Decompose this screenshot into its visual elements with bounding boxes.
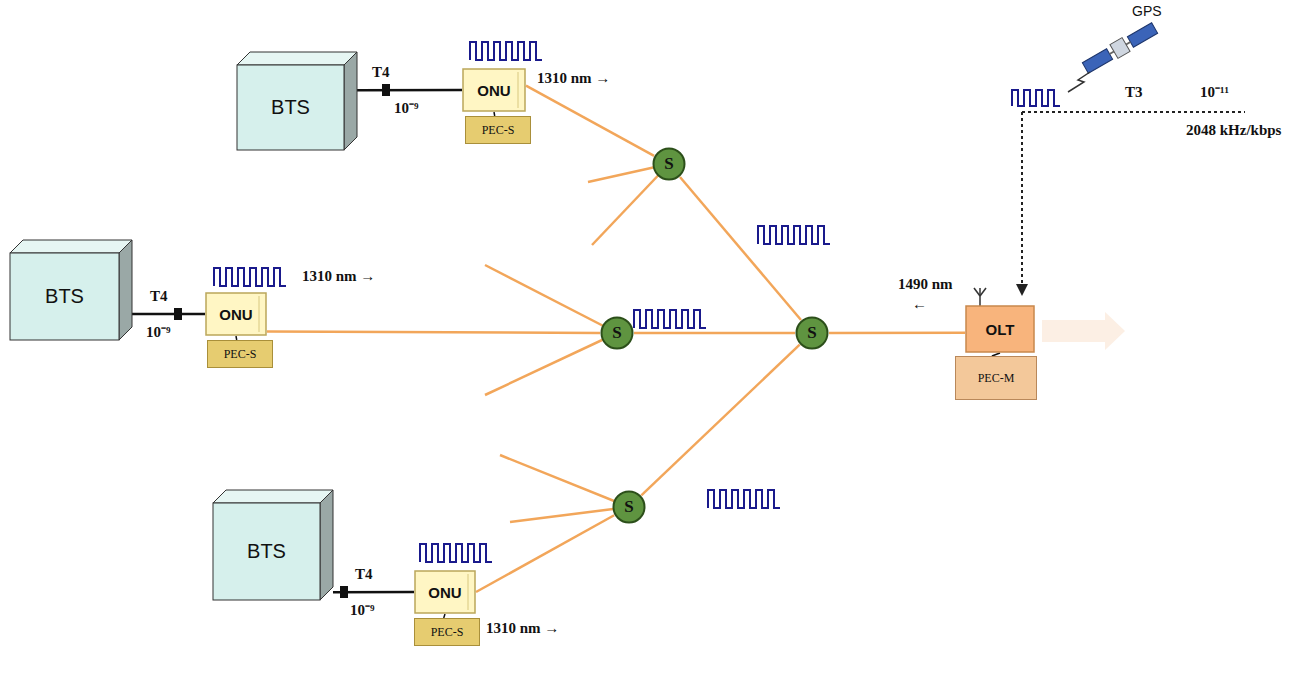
- connector: [634, 333, 795, 334]
- onu-box: ONU: [462, 68, 526, 112]
- faint-arrow: [1042, 312, 1125, 350]
- wavelength-label: 1490 nm: [898, 276, 953, 293]
- node-label: PEC-S: [482, 123, 515, 138]
- connector-line: [829, 332, 965, 335]
- olt-box: OLT: [965, 305, 1035, 353]
- node-label: ONU: [428, 584, 461, 601]
- connector-line: [476, 515, 614, 592]
- connector-line: [493, 112, 495, 116]
- connector: [357, 90, 462, 91]
- square-wave: [708, 490, 780, 508]
- node-label: BTS: [45, 285, 84, 308]
- square-wave: [758, 226, 830, 244]
- connector-line: [357, 89, 462, 92]
- connector-line: [526, 86, 654, 156]
- node-label: S: [612, 323, 621, 343]
- connector: [526, 86, 654, 156]
- node-label: PEC-M: [978, 371, 1015, 386]
- square-wave: [1012, 90, 1060, 106]
- bts-cube: BTS: [213, 490, 333, 600]
- connector: [333, 592, 414, 593]
- signal-name: T4: [355, 566, 373, 583]
- connector: [444, 614, 445, 618]
- connector-line: [992, 353, 1000, 356]
- connector: [267, 332, 600, 333]
- antenna-symbol: [974, 288, 986, 306]
- node-label: PEC-S: [431, 625, 464, 640]
- square-wave: [470, 42, 542, 60]
- signal-zigzag: [1068, 72, 1090, 92]
- reference-line: [1021, 112, 1023, 285]
- onu-box: ONU: [414, 570, 476, 614]
- connector: [992, 353, 1000, 356]
- connector: [829, 332, 965, 333]
- pec-box: PEC-S: [465, 116, 531, 144]
- connector: [132, 314, 205, 315]
- connector: [236, 336, 238, 340]
- splitter-circle: S: [612, 490, 646, 524]
- splitter-circle: S: [652, 147, 686, 181]
- connector: [476, 515, 614, 592]
- connector-line: [680, 177, 801, 320]
- connector-line: [267, 332, 600, 333]
- square-wave: [214, 268, 286, 286]
- connector-line: [333, 591, 414, 594]
- wavelength-label: 1310 nm →: [537, 70, 610, 87]
- node-label: BTS: [247, 540, 286, 563]
- node-label: OLT: [986, 321, 1015, 338]
- node-label: S: [624, 497, 633, 517]
- node-label: ONU: [477, 82, 510, 99]
- node-label: S: [807, 323, 816, 343]
- accuracy-value: 10⁻¹¹: [1200, 84, 1229, 101]
- square-wave: [214, 42, 1060, 562]
- arrow-head: [1016, 284, 1028, 296]
- pec-box: PEC-S: [414, 618, 480, 646]
- accuracy-value: 10⁻⁹: [146, 324, 171, 341]
- connector-line: [634, 332, 795, 335]
- connector-line: [641, 345, 799, 496]
- bts-cube: BTS: [237, 52, 357, 150]
- square-wave: [634, 310, 706, 328]
- signal-name: T4: [372, 64, 390, 81]
- onu-box: ONU: [205, 292, 267, 336]
- frequency-label: 2048 kHz/kbps: [1186, 122, 1281, 139]
- node-label: PEC-S: [224, 347, 257, 362]
- connector: [680, 177, 801, 320]
- node-label: S: [664, 154, 673, 174]
- node-label: ONU: [219, 306, 252, 323]
- pec-box: PEC-S: [207, 340, 273, 368]
- direction-arrow: ←: [912, 296, 927, 313]
- connector: [641, 345, 799, 496]
- connector-line: [444, 614, 445, 618]
- splitter-circle: S: [795, 316, 829, 350]
- satellite-icon: [1081, 21, 1158, 75]
- signal-name: T3: [1125, 84, 1143, 101]
- signal-name: T4: [150, 288, 168, 305]
- accuracy-value: 10⁻⁹: [394, 100, 419, 117]
- reference-line: [1022, 111, 1245, 113]
- gps-label: GPS: [1132, 4, 1162, 19]
- node-label: BTS: [271, 96, 310, 119]
- wavelength-label: 1310 nm →: [302, 268, 375, 285]
- splitter-circle: S: [600, 316, 634, 350]
- connector-line: [132, 313, 205, 316]
- square-wave: [420, 544, 492, 562]
- pec-box: PEC-M: [955, 356, 1037, 400]
- connector-line: [235, 336, 237, 340]
- bts-cube: BTS: [10, 240, 132, 340]
- connector: [494, 112, 496, 116]
- fiber-stub: [485, 164, 669, 522]
- accuracy-value: 10⁻⁹: [350, 602, 375, 619]
- wavelength-label: 1310 nm →: [486, 620, 559, 637]
